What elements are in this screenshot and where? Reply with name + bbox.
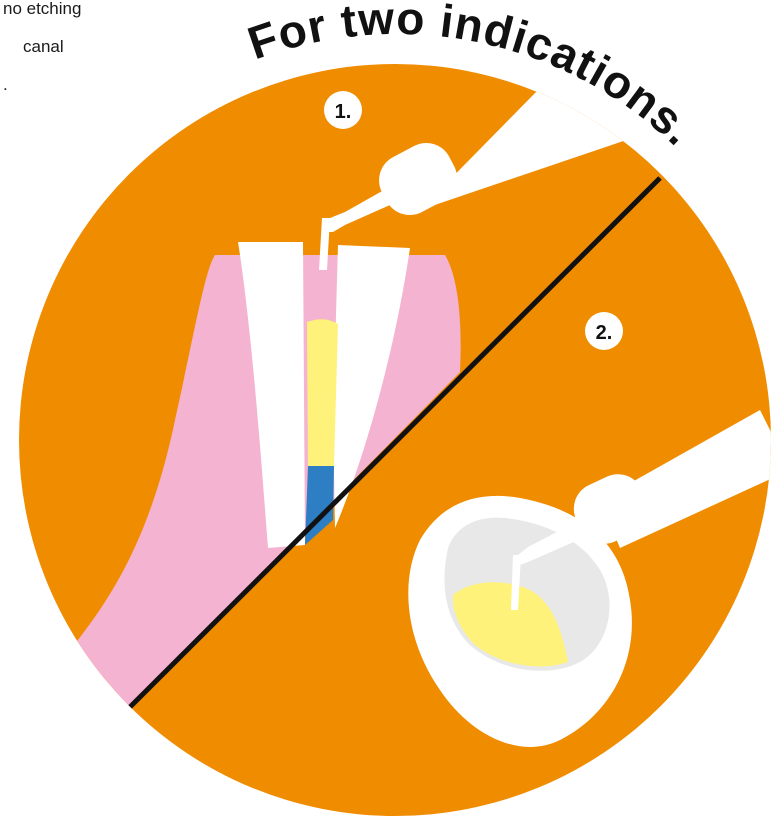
step-1-label: 1. [335, 101, 352, 123]
step-2-label: 2. [596, 322, 613, 344]
